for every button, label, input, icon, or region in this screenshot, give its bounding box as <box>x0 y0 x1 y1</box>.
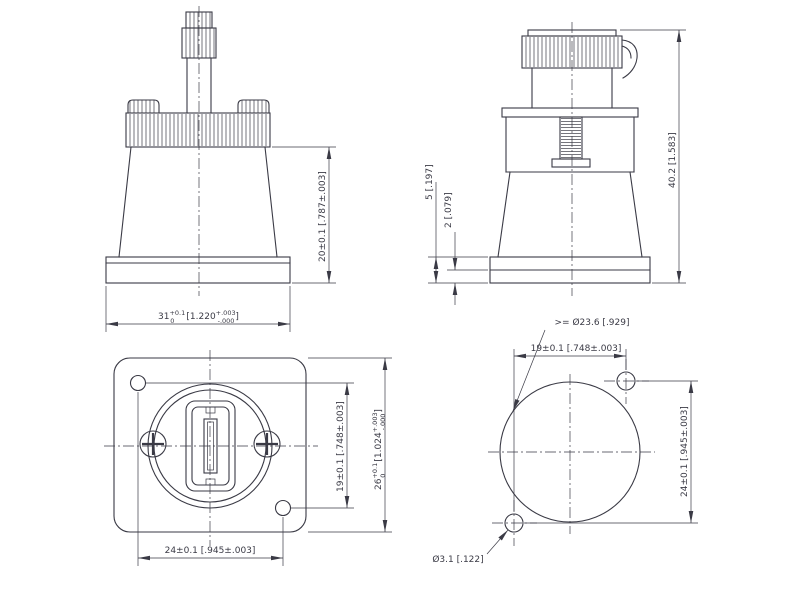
dim-label: 20±0.1 [.787±.003] <box>318 171 328 262</box>
body-taper-left <box>497 171 511 258</box>
dim-side-gasket-thickness: 2 [.079] <box>444 192 488 305</box>
dim-label: 26+0.10[1.024+.003-.000] <box>371 409 387 490</box>
screw-head-right <box>237 99 270 114</box>
dim-label: Ø3.1 [.122] <box>432 554 483 565</box>
dim-face-flange-height: 26+0.10[1.024+.003-.000] <box>308 357 392 533</box>
dim-label: 5 [.197] <box>425 164 435 200</box>
dim-front-height: 20±0.1 [.787±.003] <box>272 146 336 284</box>
dim-label: 24±0.1 [.945±.003] <box>165 546 256 556</box>
panel-cutout-view: >= Ø23.6 [.929] 19±0.1 [.748±.003] 24±0.… <box>432 317 698 565</box>
side-elevation-view: 40.2 [1.583] 5 [.197] 2 [.079] <box>425 22 686 305</box>
cutout-hole-top <box>616 371 636 391</box>
body-taper-right <box>264 146 278 258</box>
latch-spring <box>621 39 638 79</box>
cutout-circle <box>499 381 641 523</box>
latch-spring-inner <box>621 45 632 59</box>
flange-plate <box>113 357 307 533</box>
knurled-ring <box>125 112 271 148</box>
dim-label: 19±0.1 [.748±.003] <box>531 344 622 354</box>
dim-label: 19±0.1 [.748±.003] <box>336 401 346 492</box>
mounting-plate <box>501 107 639 118</box>
dim-face-hole-spacing-vertical: 19±0.1 [.748±.003] <box>146 382 354 509</box>
body-taper-right <box>629 171 643 258</box>
leader-line <box>486 529 509 555</box>
hdmi-notch-top <box>205 406 216 414</box>
hdmi-tongue-inner <box>207 421 214 471</box>
screw-head-left <box>127 99 160 114</box>
stud-washer <box>551 158 591 168</box>
dim-cutout-hole-spacing-horizontal: 19±0.1 [.748±.003] <box>513 344 627 512</box>
barrel-outer-ring <box>147 383 273 509</box>
dim-label: 24±0.1 [.945±.003] <box>680 406 690 497</box>
dim-label: >= Ø23.6 [.929] <box>555 317 630 328</box>
dim-label: 40.2 [1.583] <box>668 132 678 188</box>
plug-body <box>521 35 623 69</box>
leader-line <box>512 329 546 412</box>
dim-cutout-hole-diameter: Ø3.1 [.122] <box>432 529 509 565</box>
screw-left <box>139 430 167 458</box>
dim-face-hole-spacing-horizontal: 24±0.1 [.945±.003] <box>137 392 284 566</box>
dim-side-flange-thickness: 5 [.197] <box>425 164 488 284</box>
body-taper-left <box>118 146 132 258</box>
front-face-view: 24±0.1 [.945±.003] 19±0.1 [.748±.003] 26… <box>104 350 392 566</box>
plug-boot <box>181 27 217 59</box>
hdmi-notch-bottom <box>205 478 216 486</box>
dim-cutout-min-diameter: >= Ø23.6 [.929] <box>512 317 630 412</box>
screw-right <box>253 430 281 458</box>
dim-label: 2 [.079] <box>444 192 454 228</box>
dim-side-height: 40.2 [1.583] <box>620 29 686 284</box>
mounting-hole-bottom-right <box>274 499 292 517</box>
flange <box>105 256 291 284</box>
hdmi-tongue <box>203 418 218 474</box>
dim-cutout-hole-spacing-vertical: 24±0.1 [.945±.003] <box>524 380 698 524</box>
mounting-hole-top-left <box>129 374 147 392</box>
hdmi-shell <box>185 400 236 492</box>
